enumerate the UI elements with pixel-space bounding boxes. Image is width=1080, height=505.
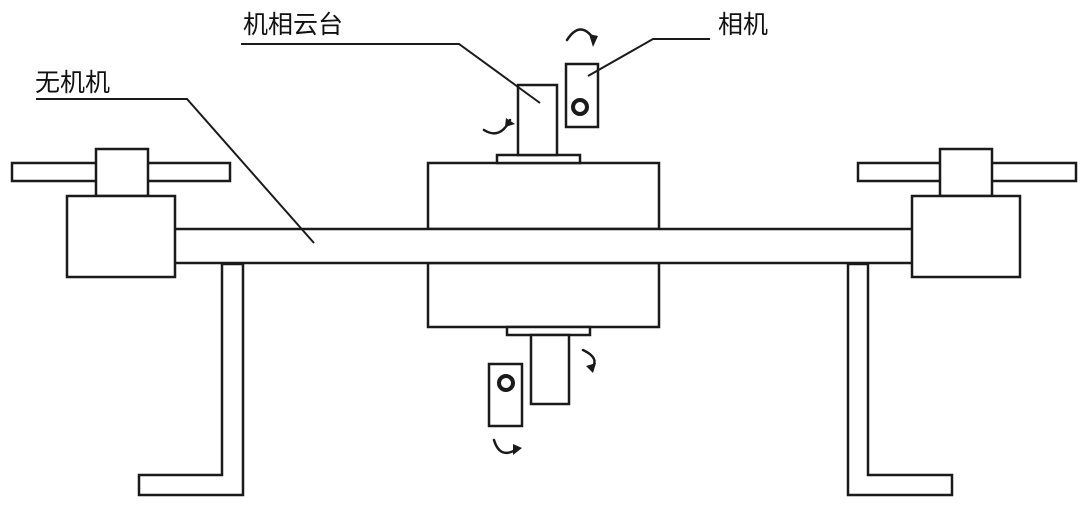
- drone-arm: [170, 227, 916, 265]
- right-propeller-hub: [938, 147, 994, 198]
- top-camera: [564, 62, 600, 129]
- drone-body-upper: [426, 161, 661, 231]
- drone-leader-line: [36, 98, 315, 244]
- bottom-camera: [487, 362, 524, 428]
- right-landing-leg: [846, 262, 954, 497]
- right-motor: [910, 194, 1022, 279]
- bottom-gimbal: [529, 333, 571, 406]
- camera-leader-line: [587, 38, 710, 77]
- top-gimbal: [516, 83, 559, 157]
- rotation-arrowhead-icon: [586, 363, 596, 373]
- rotation-arrowhead-icon: [589, 34, 598, 47]
- drone-label: 无机机: [35, 68, 111, 97]
- gimbal-leader-line: [241, 43, 541, 104]
- rotation-arrowhead-icon: [513, 444, 522, 455]
- drone-body-lower: [426, 261, 661, 329]
- bottom-camera-lens: [497, 374, 515, 392]
- camera-label: 相机: [718, 10, 769, 39]
- rotation-arrow-icon: [565, 28, 595, 42]
- top-camera-lens: [571, 98, 589, 116]
- left-landing-leg: [137, 262, 245, 497]
- gimbal-label: 机相云台: [243, 10, 344, 39]
- left-motor: [65, 194, 177, 279]
- left-propeller-hub: [94, 147, 150, 198]
- rotation-arrowhead-icon: [505, 118, 515, 127]
